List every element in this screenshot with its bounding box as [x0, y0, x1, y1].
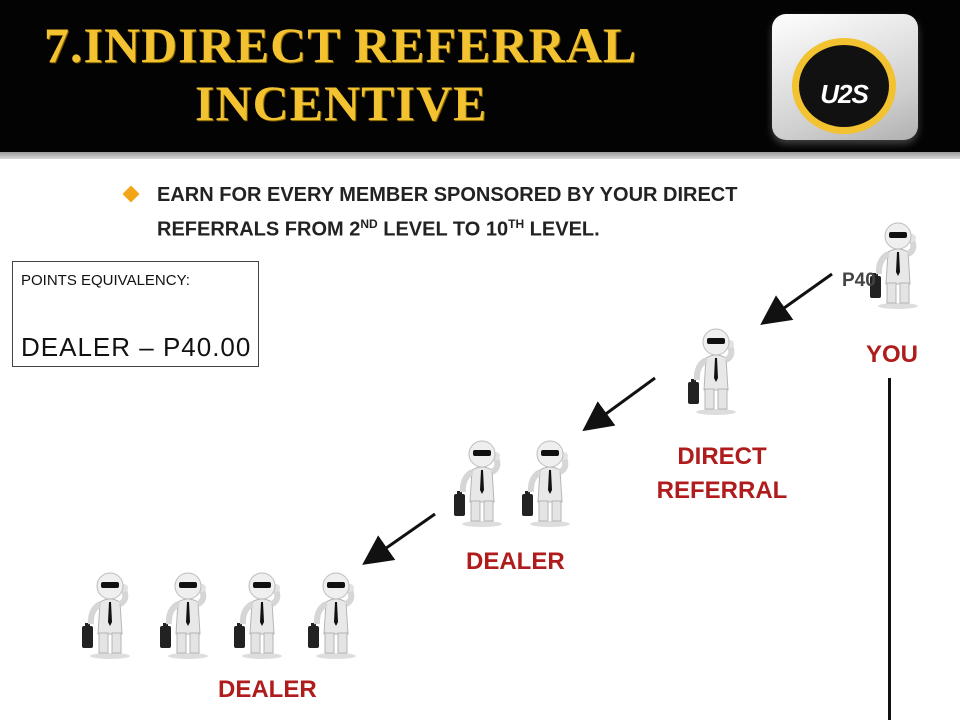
direct-referral-line-2: REFERRAL: [656, 477, 788, 504]
you-vertical-line: [888, 378, 891, 720]
logo-text: U2S: [820, 79, 869, 109]
bullet-line-2-part-1: REFERRALS FROM 2: [157, 218, 361, 241]
slide-title-line-1: 7.INDIRECT REFERRAL: [44, 17, 638, 73]
businessman-icon: [520, 432, 580, 527]
businessman-icon: [452, 432, 512, 527]
you-label: YOU: [866, 341, 919, 368]
arrow-down-left-icon: [582, 376, 656, 432]
level-3-dealer-label: DEALER: [466, 548, 565, 575]
businessman-icon: [158, 564, 218, 659]
u2s-logo: U2S: [772, 14, 918, 140]
level-4-dealer-label: DEALER: [218, 676, 317, 703]
bullet-line-2: REFERRALS FROM 2ND LEVEL TO 10TH LEVEL.: [157, 210, 857, 245]
businessman-icon: [232, 564, 292, 659]
diamond-bullet-icon: [122, 185, 140, 203]
arrow-down-left-icon: [760, 272, 833, 325]
businessman-icon: [80, 564, 140, 659]
direct-referral-label: DIRECT REFERRAL: [652, 440, 792, 508]
bullet-line-1: EARN FOR EVERY MEMBER SPONSORED BY YOUR …: [157, 184, 738, 206]
ordinal-suffix-nd: ND: [360, 217, 378, 231]
bullet-line-2-part-2: LEVEL TO 10: [377, 218, 509, 241]
slide-title-line-2: INCENTIVE: [195, 75, 488, 131]
businessman-icon: [868, 214, 928, 309]
bullet-text: EARN FOR EVERY MEMBER SPONSORED BY YOUR …: [157, 181, 857, 245]
points-equivalency-box: POINTS EQUIVALENCY: DEALER – P40.00: [12, 261, 259, 367]
businessman-icon: [306, 564, 366, 659]
businessman-icon: [686, 320, 746, 415]
direct-referral-line-1: DIRECT: [677, 443, 767, 470]
you-amount: P40: [842, 270, 876, 291]
bullet-line-2-part-3: LEVEL.: [524, 218, 600, 241]
slide-header: 7.INDIRECT REFERRAL INCENTIVE U2S: [0, 0, 960, 152]
header-divider: [0, 152, 960, 159]
logo-ring: U2S: [792, 38, 896, 134]
points-equivalency-value: DEALER – P40.00: [21, 332, 252, 362]
ordinal-suffix-th: TH: [508, 217, 525, 231]
points-equivalency-label: POINTS EQUIVALENCY:: [21, 272, 190, 289]
arrow-down-left-icon: [362, 512, 436, 565]
